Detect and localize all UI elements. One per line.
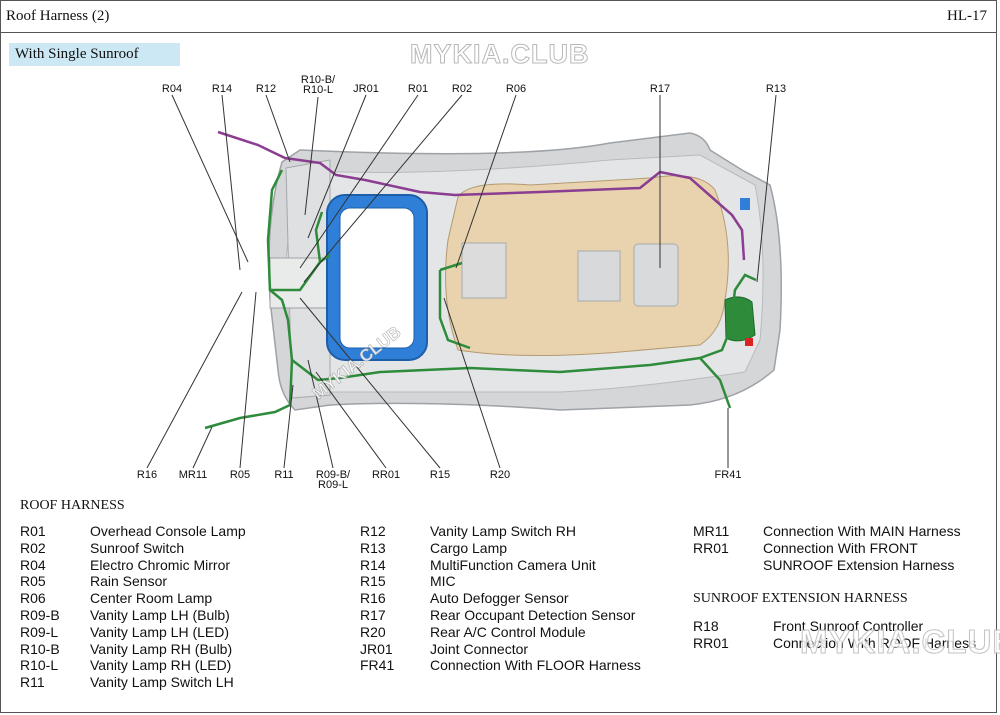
callout-r01: R01 — [408, 83, 428, 95]
callout-r10-l: R10-L — [303, 84, 333, 96]
cargo-lamp-part — [740, 198, 750, 210]
callout-jr01: JR01 — [353, 83, 379, 95]
callout-fr41: FR41 — [715, 469, 742, 481]
callout-r16: R16 — [137, 469, 157, 481]
header-bar: Roof Harness (2) HL-17 — [0, 0, 997, 33]
watermark-top: MYKIA.CLUB — [410, 39, 590, 70]
callout-r14: R14 — [212, 83, 232, 95]
callout-r15: R15 — [430, 469, 450, 481]
rear-trim-cutout-a — [577, 250, 621, 302]
sunroof-extension-heading: SUNROOF EXTENSION HARNESS — [693, 591, 908, 606]
callout-r10-b: R10-B/ — [301, 74, 336, 86]
callout-r06: R06 — [506, 83, 526, 95]
callout-rr01: RR01 — [372, 469, 400, 481]
variant-subtitle: With Single Sunroof — [9, 43, 180, 66]
callout-r20: R20 — [490, 469, 510, 481]
callout-r05: R05 — [230, 469, 250, 481]
callout-r17: R17 — [650, 83, 670, 95]
front-console-box — [269, 257, 329, 309]
page-number: HL-17 — [947, 8, 987, 24]
roof-harness-diagram: R04 R14 R12 R10-B/ R10-L JR01 R01 R02 R0… — [137, 74, 786, 491]
callout-r02: R02 — [452, 83, 472, 95]
roof-harness-wire-green — [204, 169, 757, 430]
callout-r13: R13 — [766, 83, 786, 95]
roof-harness-heading: ROOF HARNESS — [20, 498, 125, 513]
callout-r11: R11 — [274, 469, 293, 481]
rear-trim-cutout-b — [633, 243, 679, 307]
callout-r09-l: R09-L — [318, 479, 348, 491]
callout-leaders — [146, 94, 777, 469]
red-clip-part — [745, 338, 753, 346]
rear-trim-cutout-c — [461, 242, 507, 299]
callout-r09-b: R09-B/ — [316, 469, 351, 481]
legend-item: SUNROOF Extension Harness — [763, 556, 955, 573]
callout-r04: R04 — [162, 83, 182, 95]
watermark-bottom: MYKIA.CLUB — [799, 623, 1000, 661]
sunroof-glass — [339, 207, 415, 349]
callout-mr11: MR11 — [179, 469, 208, 481]
extension-harness-wire-purple — [217, 130, 746, 261]
callout-r12: R12 — [256, 83, 276, 95]
document-title: Roof Harness (2) — [6, 8, 110, 24]
